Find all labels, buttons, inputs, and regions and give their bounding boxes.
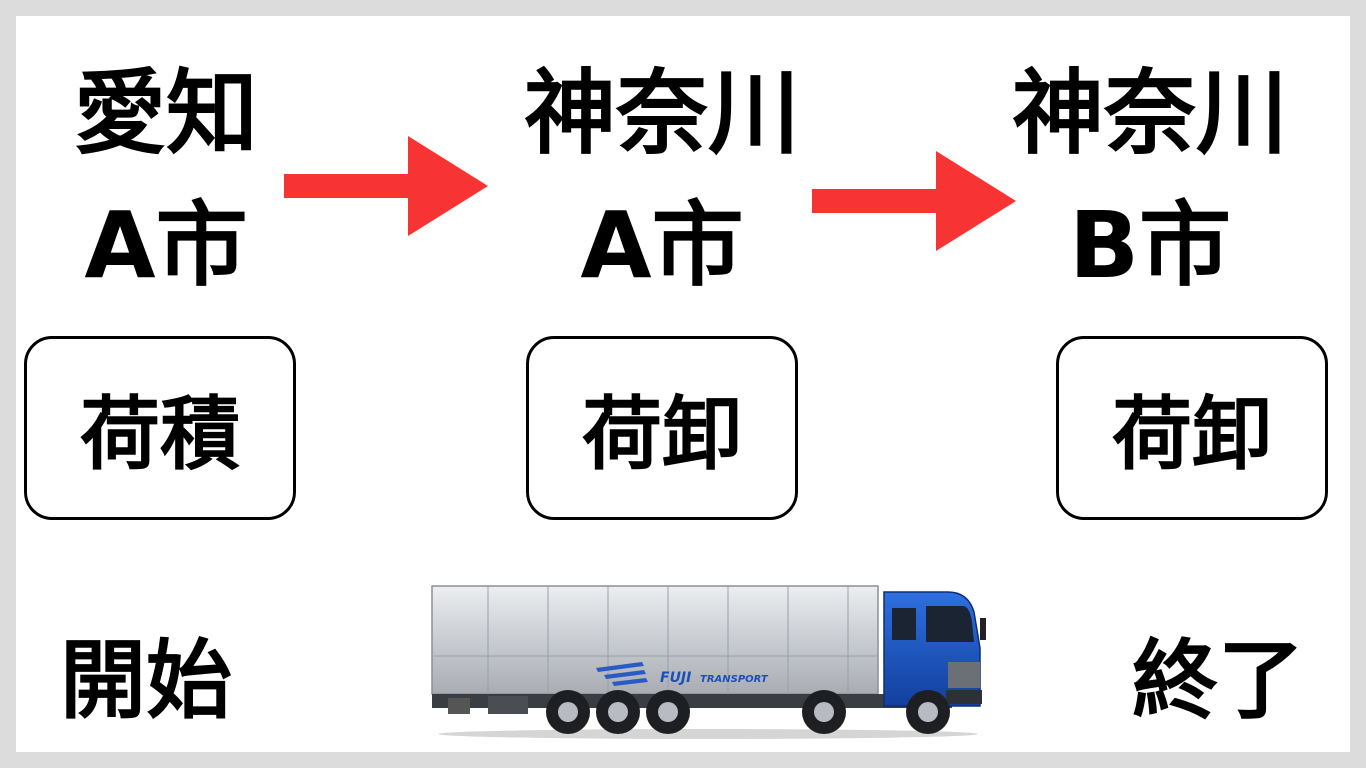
stop-2-action: 荷卸 (582, 388, 742, 481)
stop-3-prefecture: 神奈川 (1011, 60, 1288, 167)
svg-text:FUJI: FUJI (660, 670, 691, 686)
stop-3-location: 神奈川 B市 (1000, 68, 1300, 292)
truck-icon: FUJI TRANSPORT (431, 585, 986, 739)
stop-1-action-box: 荷積 (24, 336, 296, 520)
svg-text:TRANSPORT: TRANSPORT (700, 674, 769, 685)
stop-2-action-box: 荷卸 (526, 336, 798, 520)
stop-1-action: 荷積 (80, 388, 240, 481)
stop-1-prefecture: 愛知 (73, 60, 258, 167)
flow-diagram: 愛知 A市 神奈川 A市 神奈川 B市 荷積 荷卸 荷卸 開始 終了 (16, 16, 1350, 752)
stop-3-action-box: 荷卸 (1056, 336, 1328, 520)
stop-2-city: A市 (580, 192, 744, 299)
arrow-1-icon (284, 136, 488, 236)
start-label: 開始 (60, 631, 232, 731)
stop-3-city: B市 (1068, 192, 1232, 299)
stop-2-location: 神奈川 A市 (512, 68, 812, 292)
end-label: 終了 (1132, 631, 1304, 731)
stop-2-prefecture: 神奈川 (523, 60, 800, 167)
arrow-2-icon (812, 151, 1016, 251)
stop-3-action: 荷卸 (1112, 388, 1272, 481)
stop-1-city: A市 (84, 192, 248, 299)
stop-1-location: 愛知 A市 (16, 68, 316, 292)
